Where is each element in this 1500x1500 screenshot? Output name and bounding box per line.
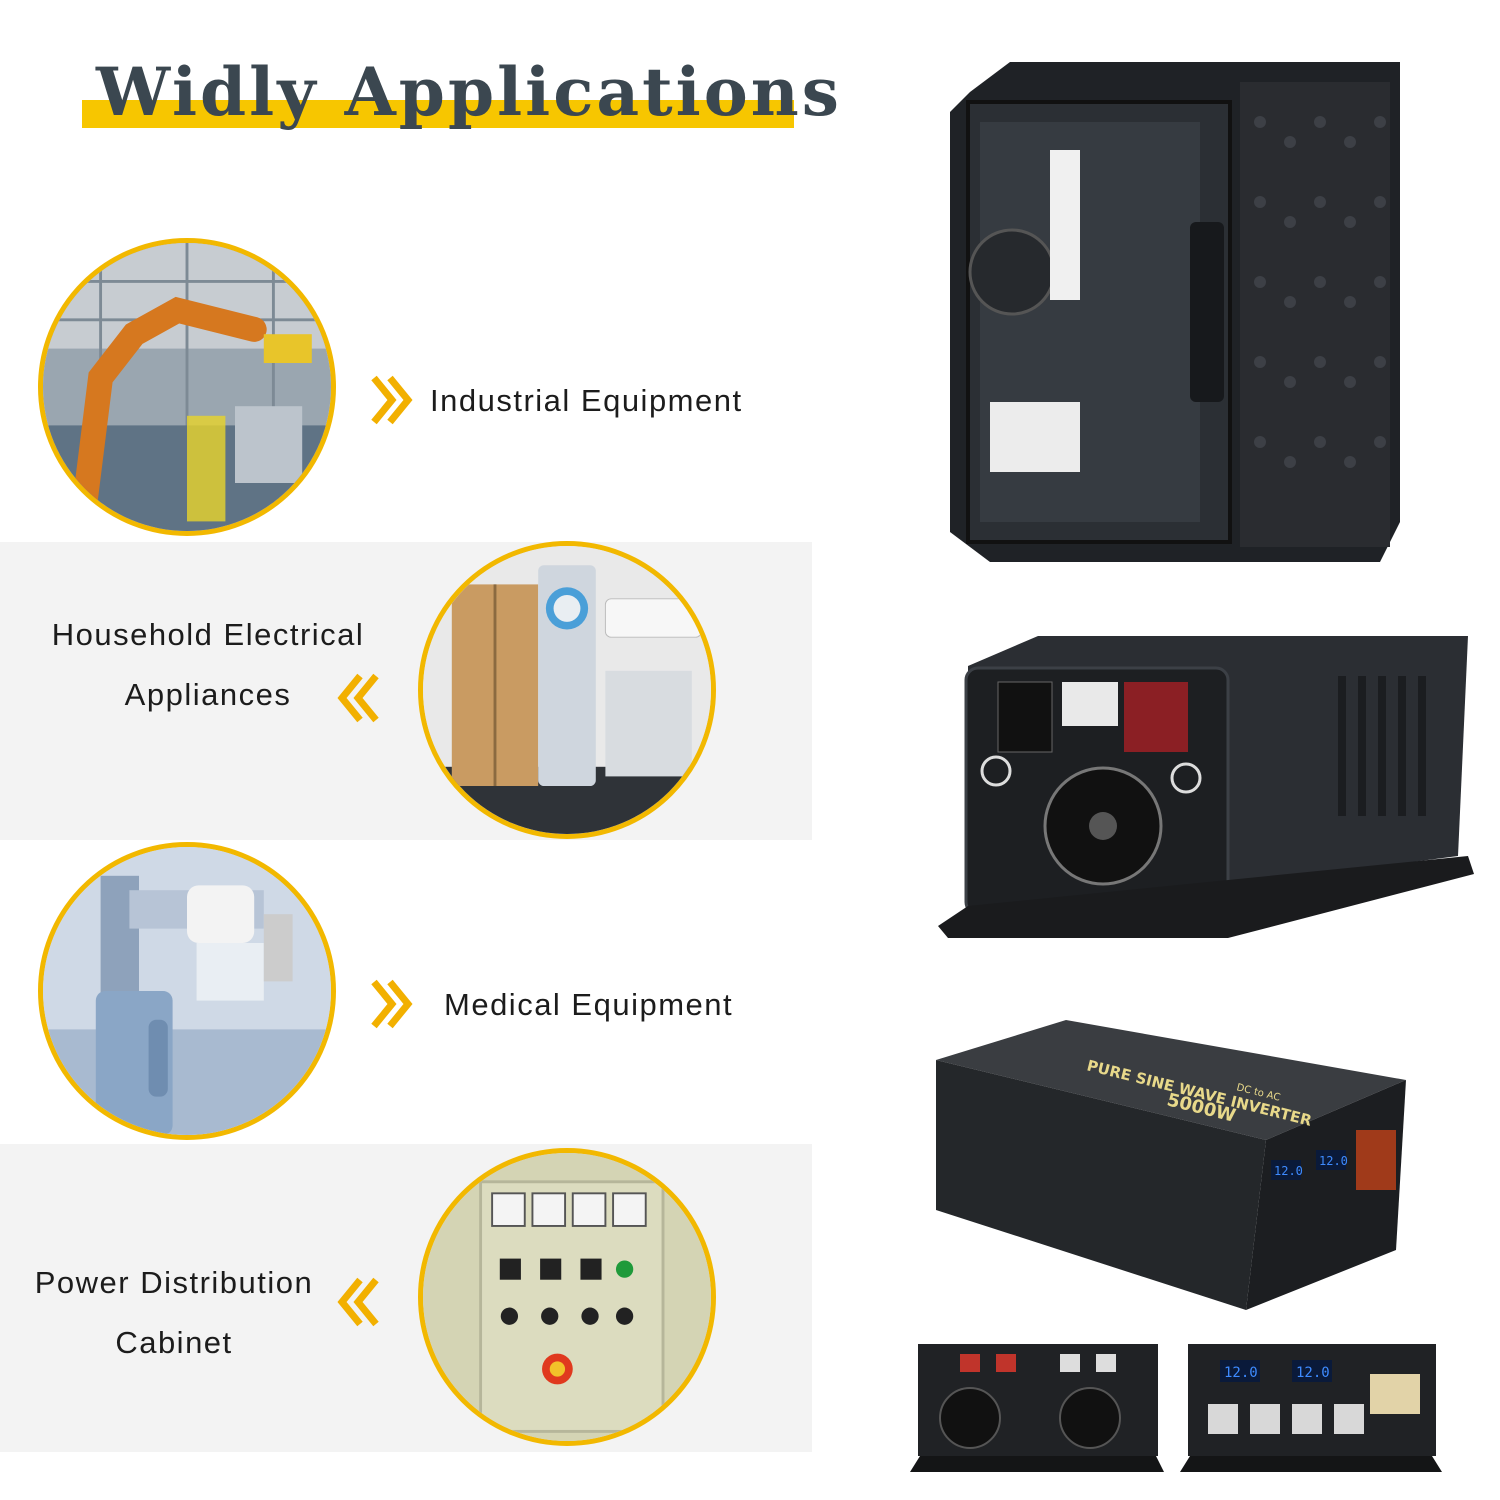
inverter-display-right: 12.0 <box>1319 1154 1348 1168</box>
page-title-block: Widly Applications <box>82 52 839 132</box>
small-display-right: 12.0 <box>1296 1365 1330 1381</box>
power-distribution-cabinet-image <box>418 1148 716 1446</box>
medical-equipment-image <box>38 842 336 1140</box>
inverter-front-outlets-product-image: 12.0 12.0 <box>1180 1344 1442 1472</box>
chevron-left-double-icon <box>336 672 380 724</box>
small-display-left: 12.0 <box>1224 1365 1258 1381</box>
page-title: Widly Applications <box>96 53 842 131</box>
chevron-right-double-icon <box>370 374 414 426</box>
inverter-front-fans-product-image <box>910 1344 1164 1472</box>
pc-case-product-image <box>950 62 1406 562</box>
title-underline-bar <box>82 100 794 128</box>
label-medical-equipment: Medical Equipment <box>444 987 734 1022</box>
label-power-distribution-cabinet: Power Distribution Cabinet <box>34 1265 314 1360</box>
label-industrial-equipment: Industrial Equipment <box>430 383 743 418</box>
chevron-right-double-icon <box>370 978 414 1030</box>
industrial-equipment-image <box>38 238 336 536</box>
pure-sine-wave-inverter-product-image: PURE SINE WAVE INVERTER 5000W DC to AC 1… <box>936 1020 1420 1310</box>
label-household-appliances: Household Electrical Appliances <box>51 617 365 712</box>
chevron-left-double-icon <box>336 1276 380 1328</box>
inverter-back-product-image <box>938 626 1474 938</box>
inverter-display-left: 12.0 <box>1274 1164 1303 1178</box>
household-appliances-image <box>418 541 716 839</box>
